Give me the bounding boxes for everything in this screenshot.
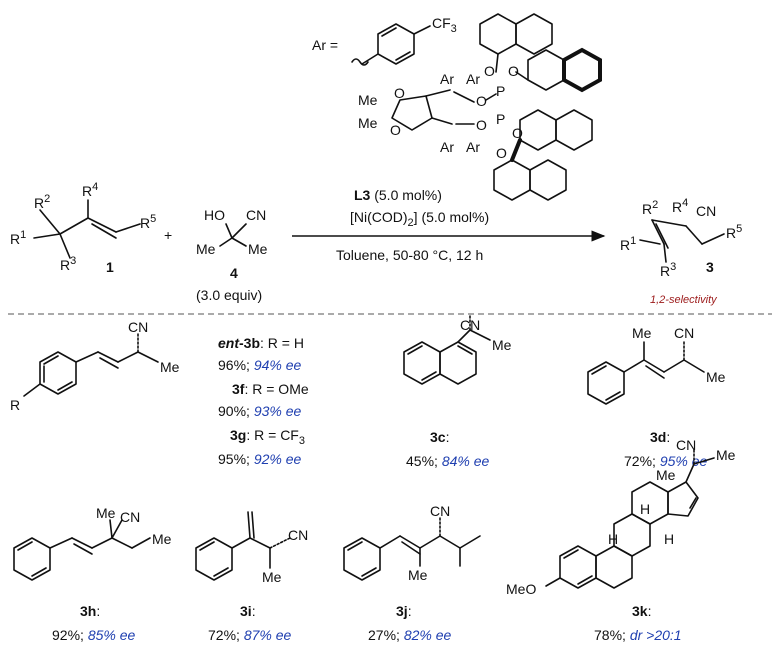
label-3f: 3f: R = OMe	[232, 381, 309, 397]
svg-text:Me: Me	[632, 325, 652, 341]
structure-3j: CN Me	[343, 503, 481, 583]
r5-label: R5	[140, 213, 156, 231]
svg-text:CN: CN	[246, 207, 266, 223]
yield-3c: 45%; 84% ee	[406, 453, 490, 469]
svg-text:CN: CN	[288, 527, 308, 543]
svg-text:Me: Me	[706, 369, 726, 385]
svg-text:CN: CN	[120, 509, 140, 525]
svg-text:CN: CN	[674, 325, 694, 341]
reactant-4: HO CN Me Me 4 (3.0 equiv)	[196, 207, 268, 303]
r1-label: R1	[10, 229, 26, 247]
structure-3h: Me CN Me	[13, 505, 172, 581]
r3-label: R3	[60, 255, 76, 273]
svg-text:R4: R4	[672, 197, 688, 215]
label-ent-3b: ent-3b: R = H	[218, 335, 304, 351]
svg-text:Me: Me	[492, 337, 512, 353]
dioxolane-ring	[391, 95, 433, 131]
yield-ent-3b: 96%; 94% ee	[218, 357, 302, 373]
svg-text:R3: R3	[660, 261, 676, 279]
reactant-1-number: 1	[106, 259, 114, 275]
svg-text:O: O	[496, 145, 507, 161]
wavy-bond	[351, 58, 369, 66]
product-3-number: 3	[706, 259, 714, 275]
naphthyl-ring	[479, 13, 517, 55]
structure-3c: CN Me	[403, 315, 512, 385]
svg-text:Me: Me	[248, 241, 268, 257]
svg-text:Me: Me	[160, 359, 180, 375]
svg-text:H: H	[608, 531, 618, 547]
svg-text:O: O	[512, 125, 523, 141]
svg-text:Ar: Ar	[440, 139, 454, 155]
r4-label: R4	[82, 181, 98, 199]
label-3d: 3d:	[650, 429, 670, 445]
svg-text:O: O	[476, 117, 487, 133]
svg-text:CN: CN	[430, 503, 450, 519]
svg-text:MeO: MeO	[506, 581, 536, 597]
svg-text:Me: Me	[196, 241, 216, 257]
svg-text:O: O	[484, 63, 495, 79]
svg-text:HO: HO	[204, 207, 225, 223]
structure-3d: Me CN Me	[587, 325, 726, 405]
svg-text:R2: R2	[642, 199, 658, 217]
svg-text:O: O	[508, 63, 519, 79]
yield-3g: 95%; 92% ee	[218, 451, 302, 467]
ar-label: Ar =	[312, 37, 338, 53]
yield-3h: 92%; 85% ee	[52, 627, 136, 643]
ar-phenyl-ring	[377, 23, 415, 65]
svg-text:CN: CN	[128, 319, 148, 335]
svg-text:R5: R5	[726, 223, 742, 241]
label-3j: 3j:	[396, 603, 412, 619]
reactant-4-number: 4	[230, 265, 238, 281]
ligand-structure: Ar = CF3 O O Me Me Ar Ar Ar Ar O O P O O…	[312, 13, 602, 201]
svg-text:Me: Me	[408, 567, 428, 583]
structure-3k: CN Me Me H H H MeO	[506, 437, 736, 597]
svg-text:O: O	[394, 85, 405, 101]
label-3i: 3i:	[240, 603, 256, 619]
svg-text:Me: Me	[716, 447, 736, 463]
conditions-catalyst: [Ni(COD)2] (5.0 mol%)	[350, 209, 489, 229]
svg-text:O: O	[390, 122, 401, 138]
svg-text:CN: CN	[676, 437, 696, 453]
label-3k: 3k:	[632, 603, 651, 619]
svg-text:Me: Me	[262, 569, 282, 585]
selectivity-note: 1,2-selectivity	[650, 294, 718, 306]
conditions-ligand: L3 (5.0 mol%)	[354, 187, 442, 203]
cf3-label: CF3	[432, 15, 457, 35]
yield-3f: 90%; 93% ee	[218, 403, 302, 419]
svg-text:R: R	[10, 397, 20, 413]
svg-text:H: H	[664, 531, 674, 547]
yield-3i: 72%; 87% ee	[208, 627, 292, 643]
structure-3b: CN Me R	[10, 319, 180, 413]
label-3g: 3g: R = CF3	[230, 427, 305, 447]
yield-3k: 78%; dr >20:1	[594, 627, 682, 643]
plus-sign: +	[164, 227, 172, 243]
label-3h: 3h:	[80, 603, 100, 619]
svg-text:CN: CN	[460, 317, 480, 333]
label-3c: 3c:	[430, 429, 449, 445]
svg-text:R1: R1	[620, 235, 636, 253]
reactant-1: R2 R1 R3 R4 R5 1	[10, 181, 156, 275]
r2-label: R2	[34, 193, 50, 211]
svg-text:Ar: Ar	[440, 71, 454, 87]
svg-text:Me: Me	[358, 115, 378, 131]
svg-text:Me: Me	[656, 467, 676, 483]
yield-3d: 72%; 95% ee	[624, 453, 708, 469]
svg-text:Me: Me	[96, 505, 116, 521]
svg-text:Me: Me	[358, 92, 378, 108]
svg-text:Ar: Ar	[466, 71, 480, 87]
svg-text:P: P	[496, 111, 505, 127]
reactant-4-equiv: (3.0 equiv)	[196, 287, 262, 303]
yield-3j: 27%; 82% ee	[368, 627, 452, 643]
svg-text:P: P	[496, 83, 505, 99]
svg-text:O: O	[476, 93, 487, 109]
product-3: R2 R1 R3 R4 CN R5 3	[620, 197, 742, 279]
svg-text:Me: Me	[152, 531, 172, 547]
svg-text:H: H	[640, 501, 650, 517]
structure-3i: CN Me	[195, 511, 308, 585]
svg-text:Ar: Ar	[466, 139, 480, 155]
conditions-solvent: Toluene, 50-80 °C, 12 h	[336, 247, 483, 263]
svg-text:CN: CN	[696, 203, 716, 219]
